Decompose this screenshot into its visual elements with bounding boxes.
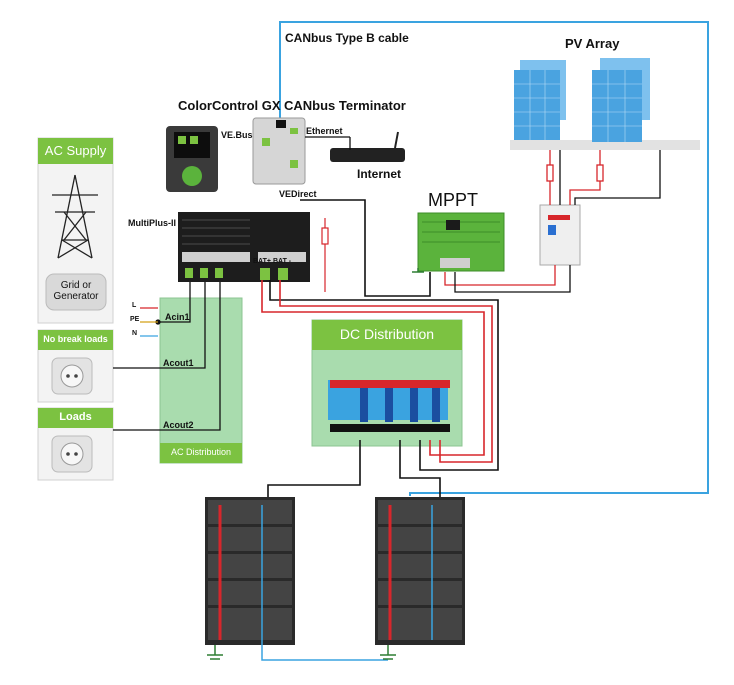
- pv-array-label: PV Array: [565, 36, 620, 51]
- internet-label: Internet: [357, 167, 402, 181]
- pv-wiring: [444, 150, 661, 293]
- acin1-label: Acin1: [165, 312, 190, 322]
- dc-distribution-box: [311, 319, 463, 447]
- colorcontrol-gx-device: [166, 126, 218, 192]
- no-break-loads-panel: [37, 329, 114, 403]
- ground-symbol-icon: [207, 268, 424, 660]
- ac-distribution-box: [159, 297, 243, 464]
- terminal-pe-label: PE: [130, 316, 140, 323]
- ac-wiring: [113, 282, 221, 431]
- gx-hub: [252, 117, 306, 185]
- no-break-loads-title: No break loads: [43, 334, 108, 344]
- pv-isolator: [539, 204, 581, 266]
- canbus-terminator-label: CANbus Terminator: [284, 98, 406, 113]
- terminal-n-label: N: [132, 330, 138, 337]
- pv-array: [510, 58, 700, 150]
- grid-generator-label: Grid or Generator: [53, 280, 99, 302]
- loads-panel: [37, 407, 114, 481]
- mppt-label: MPPT: [428, 190, 479, 210]
- ethernet-label: Ethernet: [306, 126, 343, 136]
- canbus-cable: [279, 21, 709, 496]
- dc-wiring: [261, 199, 499, 500]
- acout2-label: Acout2: [163, 420, 194, 430]
- internet-router: [305, 131, 405, 162]
- multiplus-ii-inverter: [178, 212, 310, 282]
- vedirect-label: VEDirect: [279, 189, 317, 199]
- multiplus-label: MultiPlus-II: [128, 218, 176, 228]
- ac-supply-panel: [37, 137, 114, 324]
- dc-distribution-title: DC Distribution: [339, 326, 435, 342]
- acout1-label: Acout1: [163, 358, 194, 368]
- canbus-cable-label: CANbus Type B cable: [285, 31, 409, 45]
- terminal-l-label: L: [132, 302, 137, 309]
- loads-title: Loads: [59, 411, 92, 423]
- vebus-label: VE.Bus: [221, 130, 253, 140]
- bat-plus-label: BAT+: [253, 258, 271, 265]
- battery-rack-right: [375, 497, 465, 645]
- battery-rack-left: [205, 497, 388, 661]
- bat-minus-label: BAT -: [273, 258, 292, 265]
- transmission-tower-icon: [52, 174, 98, 259]
- colorcontrol-label: ColorControl GX: [178, 98, 281, 113]
- ac-distribution-title: AC Distribution: [170, 447, 232, 457]
- ac-supply-title: AC Supply: [44, 143, 107, 158]
- mppt-charger: [417, 212, 505, 272]
